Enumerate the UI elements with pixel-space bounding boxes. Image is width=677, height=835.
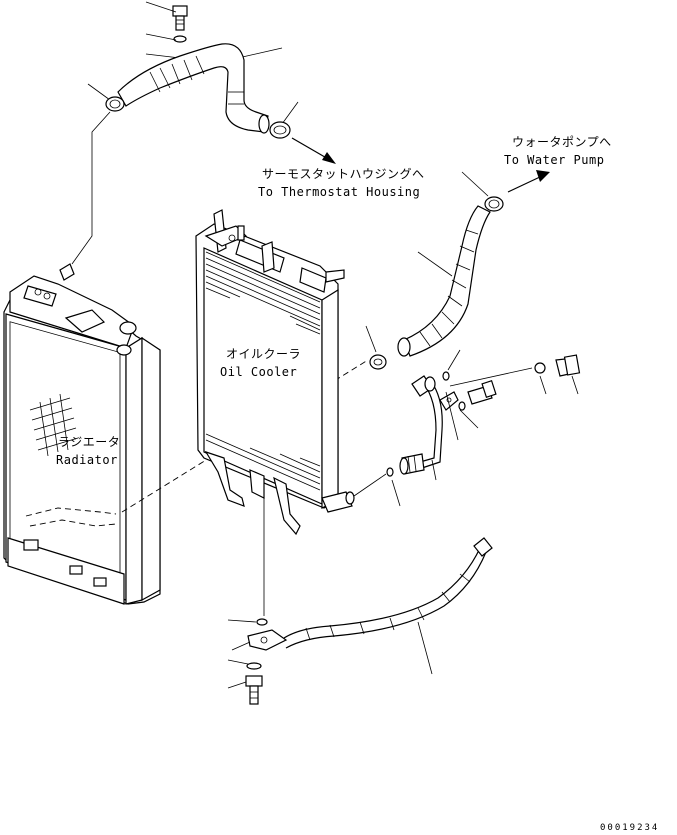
radiator (3, 263, 161, 605)
label-oil-cooler-en: Oil Cooler (220, 365, 297, 379)
arrow-thermostat (322, 152, 336, 164)
water-pump-hose-clamp-top (484, 196, 504, 212)
label-water-pump-jp: ウォータポンプへ (512, 135, 612, 149)
upper-bolt (172, 5, 188, 31)
upper-hose-assembly (87, 1, 336, 164)
label-radiator-jp: ラジエータ (58, 435, 120, 449)
label-thermostat-en: To Thermostat Housing (258, 185, 420, 199)
arrow-water-pump (536, 170, 550, 182)
water-pump-hose-clamp-bottom (369, 354, 387, 370)
water-pump-hose (365, 170, 550, 370)
oil-tube-assembly (353, 349, 581, 507)
lower-drain-hose (227, 490, 493, 705)
upper-hose-clamp-left (105, 96, 125, 112)
label-water-pump-en: To Water Pump (504, 153, 604, 167)
upper-washer (173, 35, 187, 43)
o-ring-upper (442, 371, 450, 381)
radiator-grid-icon (29, 393, 79, 457)
drawing-code: 00019234 (600, 823, 659, 833)
label-oil-cooler-jp: オイルクーラ (226, 347, 301, 361)
oil-cooler-fins (205, 251, 321, 491)
oil-cooler (195, 209, 355, 536)
label-radiator-en: Radiator (56, 453, 118, 467)
upper-hose (117, 43, 269, 133)
label-thermostat-jp: サーモスタットハウジングへ (262, 167, 425, 181)
upper-hose-clamp-right (269, 121, 291, 139)
o-ring-lower (386, 467, 394, 477)
radiator-cap (119, 321, 137, 335)
